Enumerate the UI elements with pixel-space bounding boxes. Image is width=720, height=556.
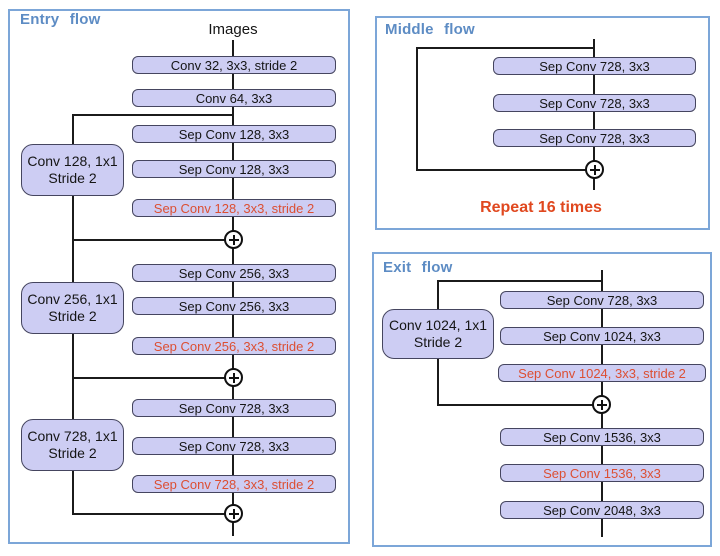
exit-flow-title: Exit flow <box>383 259 453 276</box>
sepconv-node: Sep Conv 728, 3x3 <box>493 94 696 112</box>
add-circle-icon <box>592 395 611 414</box>
middle-flow-panel <box>375 16 710 230</box>
exit-merge-line <box>437 404 603 406</box>
add-circle-icon <box>585 160 604 179</box>
sepconv-node: Sep Conv 728, 3x3 <box>132 437 336 455</box>
sepconv-node: Sep Conv 256, 3x3 <box>132 264 336 282</box>
middle-skip-connector-line <box>416 47 418 171</box>
add-circle-icon <box>224 230 243 249</box>
skip-conv-node: Conv 256, 1x1 Stride 2 <box>21 282 124 334</box>
sepconv-node: Sep Conv 1024, 3x3 <box>500 327 704 345</box>
entry-flow-title: Entry flow <box>20 11 101 28</box>
sepconv-node: Sep Conv 1536, 3x3 <box>500 464 704 482</box>
middle-flow-title: Middle flow <box>385 21 475 38</box>
middle-branch-line <box>416 47 595 49</box>
sepconv-node: Sep Conv 728, 3x3 <box>493 129 696 147</box>
add-circle-icon <box>224 368 243 387</box>
sepconv-node: Sep Conv 2048, 3x3 <box>500 501 704 519</box>
sepconv-stride-node: Sep Conv 1024, 3x3, stride 2 <box>498 364 706 382</box>
entry-main-connector-line <box>232 40 234 536</box>
entry-merge-line-2 <box>72 377 234 379</box>
sepconv-stride-node: Sep Conv 728, 3x3, stride 2 <box>132 475 336 493</box>
skip-conv-node: Conv 728, 1x1 Stride 2 <box>21 419 124 471</box>
middle-merge-line <box>416 169 595 171</box>
sepconv-stride-node: Sep Conv 128, 3x3, stride 2 <box>132 199 336 217</box>
sepconv-node: Sep Conv 128, 3x3 <box>132 160 336 178</box>
conv-node: Conv 64, 3x3 <box>132 89 336 107</box>
repeat-note: Repeat 16 times <box>480 199 602 216</box>
conv-node: Conv 32, 3x3, stride 2 <box>132 56 336 74</box>
sepconv-stride-node: Sep Conv 256, 3x3, stride 2 <box>132 337 336 355</box>
exit-branch-line <box>437 280 603 282</box>
sepconv-node: Sep Conv 728, 3x3 <box>493 57 696 75</box>
sepconv-node: Sep Conv 728, 3x3 <box>132 399 336 417</box>
images-input-label: Images <box>208 21 258 38</box>
middle-main-connector-line <box>593 39 595 190</box>
sepconv-node: Sep Conv 128, 3x3 <box>132 125 336 143</box>
sepconv-node: Sep Conv 256, 3x3 <box>132 297 336 315</box>
skip-conv-node: Conv 1024, 1x1 Stride 2 <box>382 309 494 359</box>
entry-merge-line-3 <box>72 513 234 515</box>
add-circle-icon <box>224 504 243 523</box>
skip-conv-node: Conv 128, 1x1 Stride 2 <box>21 144 124 196</box>
sepconv-node: Sep Conv 1536, 3x3 <box>500 428 704 446</box>
entry-merge-line-1 <box>72 239 234 241</box>
entry-branch-line <box>72 114 234 116</box>
sepconv-node: Sep Conv 728, 3x3 <box>500 291 704 309</box>
